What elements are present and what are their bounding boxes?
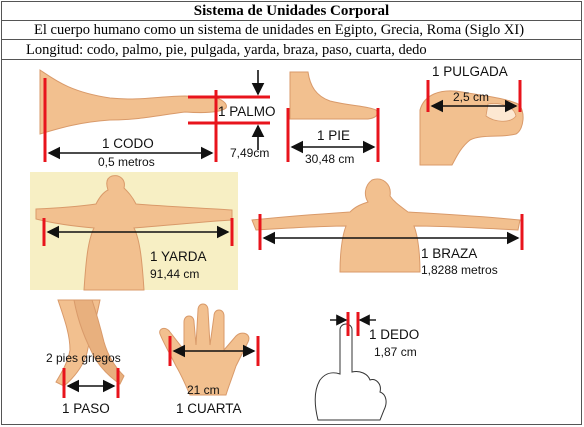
finger-hand-figure — [314, 323, 387, 421]
pulgada-value: 2,5 cm — [453, 90, 489, 104]
yarda-name: 1 YARDA — [150, 249, 207, 264]
hand-figure — [159, 303, 250, 396]
braza-name: 1 BRAZA — [421, 246, 477, 261]
units-list: Longitud: codo, palmo, pie, pulgada, yar… — [2, 40, 581, 60]
cuarta-name: 1 CUARTA — [176, 401, 242, 416]
arm-figure — [39, 69, 227, 135]
palmo-name: 1 PALMO — [218, 104, 276, 119]
cuarta-value: 21 cm — [187, 383, 220, 397]
pie-panel: 1 PIE 30,48 cm — [286, 71, 380, 166]
yarda-value: 91,44 cm — [150, 267, 199, 281]
braza-value: 1,8288 metros — [421, 263, 498, 277]
document-subtitle: El cuerpo humano como un sistema de unid… — [2, 21, 581, 40]
dedo-panel: 1 DEDO 1,87 cm — [314, 312, 419, 421]
pulgada-name: 1 PULGADA — [432, 64, 508, 79]
dedo-name: 1 DEDO — [369, 327, 419, 342]
paso-name: 1 PASO — [62, 401, 110, 416]
pie-value: 30,48 cm — [305, 152, 354, 166]
foot-figure — [289, 71, 379, 120]
legs-figure-back — [73, 299, 125, 385]
pie-name: 1 PIE — [317, 128, 350, 143]
pulgada-panel: 1 PULGADA 2,5 cm — [419, 64, 524, 166]
codo-panel: 1 CODO 0,5 metros 1 PALMO 7,49cm — [39, 69, 276, 169]
yarda-panel: 1 YARDA 91,44 cm — [30, 172, 238, 291]
document-title: Sistema de Unidades Corporal — [2, 2, 581, 21]
braza-panel: 1 BRAZA 1,8288 metros — [251, 178, 524, 277]
braza-body-figure — [251, 178, 521, 273]
codo-name: 1 CODO — [102, 136, 154, 151]
paso-value: 2 pies griegos — [46, 351, 121, 365]
codo-value: 0,5 metros — [98, 155, 155, 169]
paso-panel: 2 pies griegos 1 PASO — [46, 299, 125, 416]
cuarta-panel: 21 cm 1 CUARTA — [159, 303, 260, 416]
dedo-value: 1,87 cm — [374, 345, 417, 359]
palmo-value: 7,49cm — [230, 146, 269, 160]
